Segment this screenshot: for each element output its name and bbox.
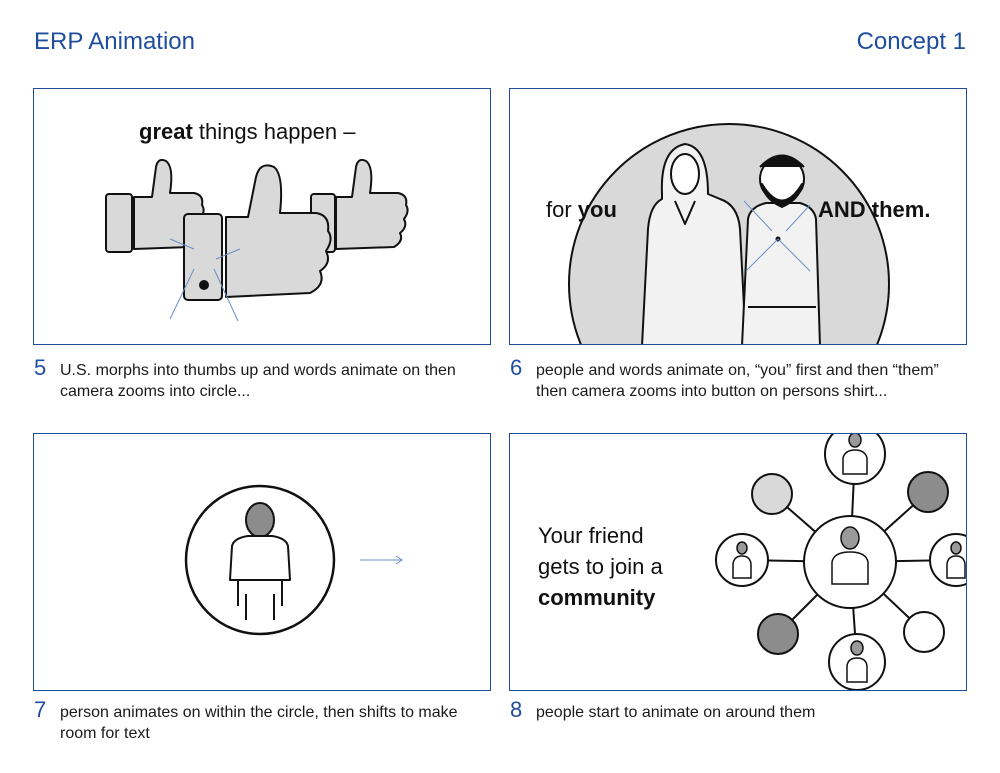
thumb-up-center [225,164,332,298]
panel-5-headline: great things happen – [139,119,356,144]
storyboard-panel-8: Your friend gets to join a community [509,433,967,691]
caption-number: 7 [34,697,47,722]
button-dot-icon [199,280,209,290]
caption-text: people and words animate on, “you” first… [536,362,939,400]
storyboard-panel-6: for you AND them. [509,88,967,345]
thumb-cuff-left [105,193,133,253]
community-network-illustration [715,434,966,690]
caption-number: 6 [510,355,523,380]
panel-8-headline: Your friend gets to join a community [538,523,663,610]
storyboard-panel-7 [33,433,491,691]
person-in-circle-illustration [184,484,403,636]
thumbs-up-illustration [105,158,409,322]
man-figure [741,202,821,344]
concept-label: Concept 1 [856,28,966,55]
panel-6-for-you: for you [546,197,617,222]
caption-text: person animates on within the circle, th… [60,704,458,742]
panel-6-and-them: AND them. [818,197,931,222]
caption-number: 8 [510,697,523,722]
page-title: ERP Animation [34,28,195,55]
people-illustration [568,123,890,344]
woman-figure [641,143,747,344]
caption-number: 5 [34,355,47,380]
caption-text: people start to animate on around them [536,704,816,721]
caption-text: U.S. morphs into thumbs up and words ani… [60,362,456,400]
storyboard-panel-5: great things happen – [33,88,491,345]
thumb-up-right [335,158,409,250]
